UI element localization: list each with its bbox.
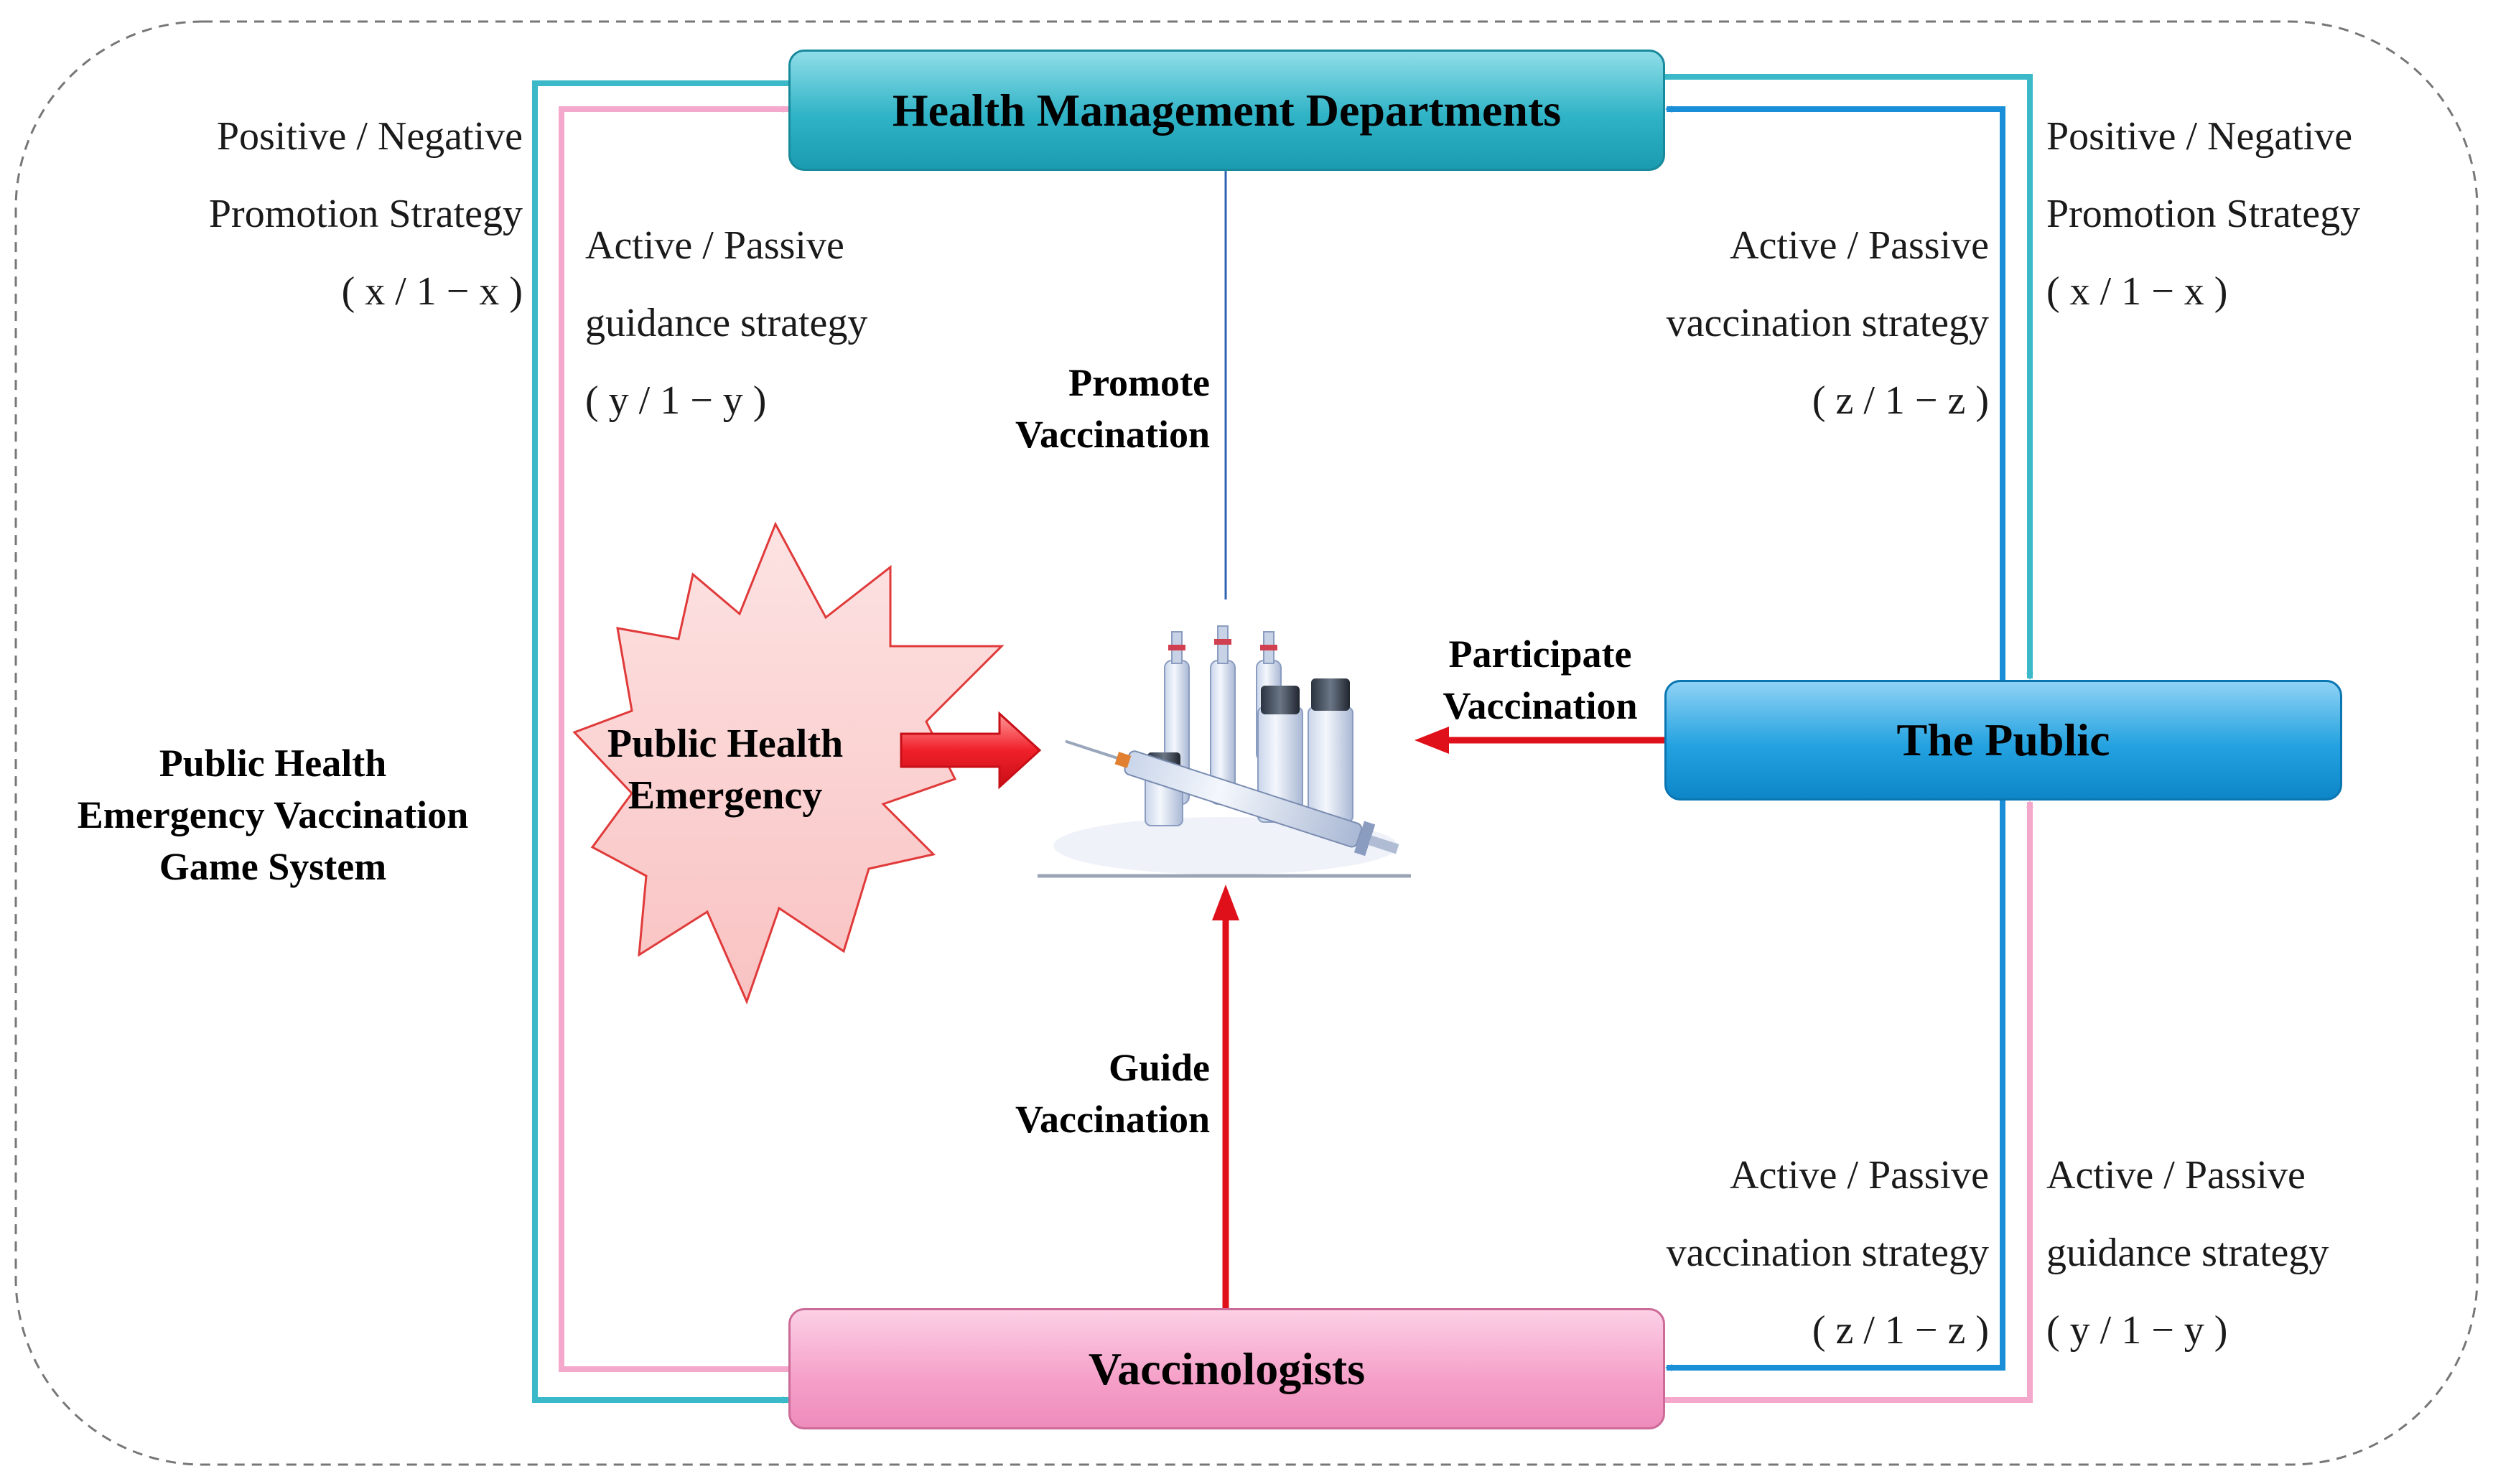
public-label: The Public (1896, 714, 2110, 765)
vaccine-illustration (1038, 625, 1411, 878)
emergency-line-1: Public Health (607, 722, 844, 766)
guide-arrowhead (1212, 885, 1239, 920)
blue-flow-top (1665, 106, 2005, 680)
strategy-line: Active / Passive (1730, 223, 1989, 268)
strategy-line: vaccination strategy (1666, 1231, 1989, 1275)
strategy-variable: ( y / 1 − y ) (585, 378, 767, 423)
blue-flow-bottom (1665, 801, 2005, 1371)
promote-line-2: Vaccination (1015, 413, 1210, 456)
guide-line-1: Guide (1108, 1046, 1210, 1089)
pink-flow-left (559, 106, 790, 1372)
guidance-strategy-bottom-right: Active / Passive guidance strategy ( y /… (2046, 1137, 2448, 1369)
strategy-variable: ( z / 1 − z ) (1812, 1308, 1989, 1353)
strategy-line: guidance strategy (585, 301, 868, 345)
strategy-line: guidance strategy (2046, 1231, 2329, 1275)
strategy-line: Promotion Strategy (208, 192, 523, 236)
emergency-burst (572, 521, 1005, 1005)
teal-flow-right (1665, 74, 2033, 680)
teal-flow-left (532, 80, 790, 1404)
guidance-strategy-left: Active / Passive guidance strategy ( y /… (585, 207, 959, 439)
promote-vaccination-label: Promote Vaccination (933, 357, 1210, 460)
system-label-line-3: Game System (159, 845, 387, 888)
strategy-variable: ( z / 1 − z ) (1812, 378, 1989, 423)
promotion-strategy-right: Positive / Negative Promotion Strategy (… (2046, 98, 2448, 330)
public-node: The Public (1664, 680, 2342, 801)
promotion-strategy-left: Positive / Negative Promotion Strategy (… (108, 98, 523, 330)
guide-vaccination-label: Guide Vaccination (933, 1042, 1210, 1145)
strategy-variable: ( x / 1 − x ) (2046, 269, 2228, 314)
strategy-line: Positive / Negative (216, 114, 523, 159)
emergency-arrow (900, 711, 1042, 790)
health-departments-label: Health Management Departments (892, 84, 1562, 136)
health-departments-node: Health Management Departments (788, 50, 1665, 171)
participate-line-2: Vaccination (1443, 684, 1638, 727)
emergency-label: Public Health Emergency (589, 718, 862, 821)
promote-line-1: Promote (1068, 361, 1210, 404)
strategy-line: Active / Passive (1730, 1153, 1989, 1198)
participate-line-1: Participate (1448, 633, 1632, 676)
strategy-line: Active / Passive (585, 223, 844, 268)
vaccinologists-node: Vaccinologists (788, 1308, 1665, 1429)
pink-flow-bottom (1665, 801, 2033, 1403)
strategy-variable: ( y / 1 − y ) (2046, 1308, 2228, 1353)
emergency-line-2: Emergency (628, 773, 823, 818)
vaccinologists-label: Vaccinologists (1088, 1343, 1366, 1394)
strategy-line: vaccination strategy (1666, 301, 1989, 345)
participate-vaccination-label: Participate Vaccination (1407, 628, 1673, 732)
strategy-variable: ( x / 1 − x ) (341, 269, 523, 314)
system-label-line-1: Public Health (159, 742, 387, 785)
strategy-line: Promotion Strategy (2046, 192, 2361, 236)
strategy-line: Positive / Negative (2046, 114, 2353, 159)
strategy-line: Active / Passive (2046, 1153, 2306, 1198)
vaccination-strategy-top-right: Active / Passive vaccination strategy ( … (1565, 207, 1989, 439)
system-label-line-2: Emergency Vaccination (77, 793, 469, 836)
participate-arrowhead (1415, 727, 1449, 754)
system-boundary (14, 20, 2479, 1466)
vaccination-strategy-bottom-right: Active / Passive vaccination strategy ( … (1565, 1137, 1989, 1369)
guide-line-2: Vaccination (1015, 1098, 1210, 1141)
system-label: Public Health Emergency Vaccination Game… (43, 737, 503, 892)
